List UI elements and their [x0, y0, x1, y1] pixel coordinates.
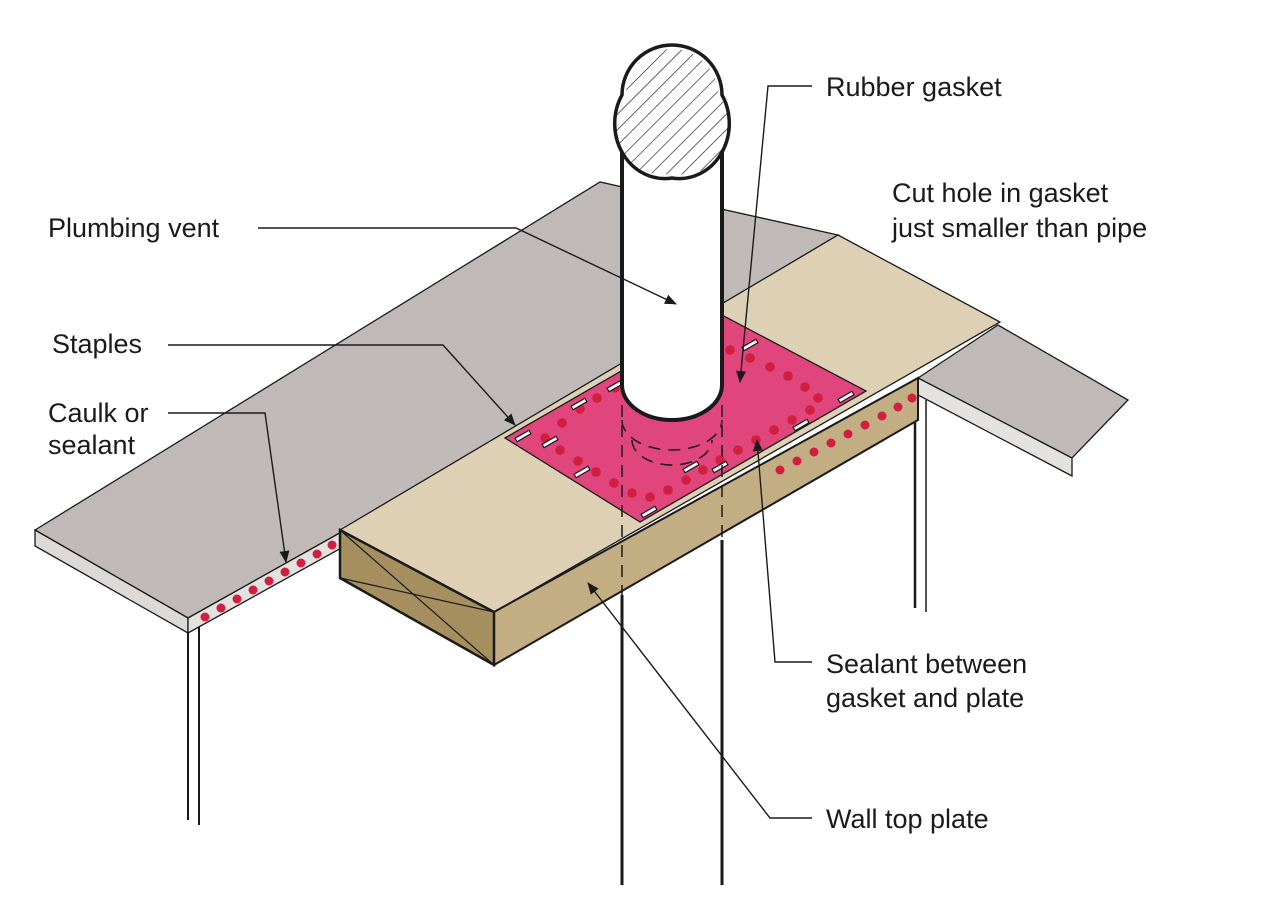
leader-staples [168, 344, 516, 426]
labels: Rubber gasket Cut hole in gasket just sm… [48, 72, 1147, 834]
leader-lines [168, 85, 812, 819]
leader-caulk [168, 412, 290, 563]
wall-studs [620, 540, 724, 885]
pipe-hidden-lines [621, 405, 723, 595]
staples [514, 338, 855, 519]
label-sealant-between-line2: gasket and plate [826, 683, 1024, 713]
leader-wall-top-plate [587, 582, 812, 819]
leader-rubber-gasket [736, 85, 812, 383]
label-plumbing-vent: Plumbing vent [48, 213, 220, 243]
leader-plumbing-vent [258, 227, 677, 305]
caulk-dots-right [775, 393, 917, 475]
label-staples: Staples [52, 329, 142, 359]
label-sealant-between-line1: Sealant between [826, 649, 1027, 679]
label-rubber-gasket: Rubber gasket [826, 72, 1002, 102]
drywall-ceiling-right [913, 324, 1130, 612]
caulk-dots-left [200, 540, 337, 622]
label-cut-hole-line2: just smaller than pipe [891, 213, 1147, 243]
leader-sealant-between [752, 439, 812, 663]
label-caulk-line2: sealant [48, 430, 136, 460]
label-caulk-line1: Caulk or [48, 398, 149, 428]
label-cut-hole-line1: Cut hole in gasket [892, 178, 1109, 208]
label-wall-top-plate: Wall top plate [826, 804, 989, 834]
plumbing-vent-pipe [612, 43, 732, 422]
gasket-sealant-dots [540, 345, 823, 502]
